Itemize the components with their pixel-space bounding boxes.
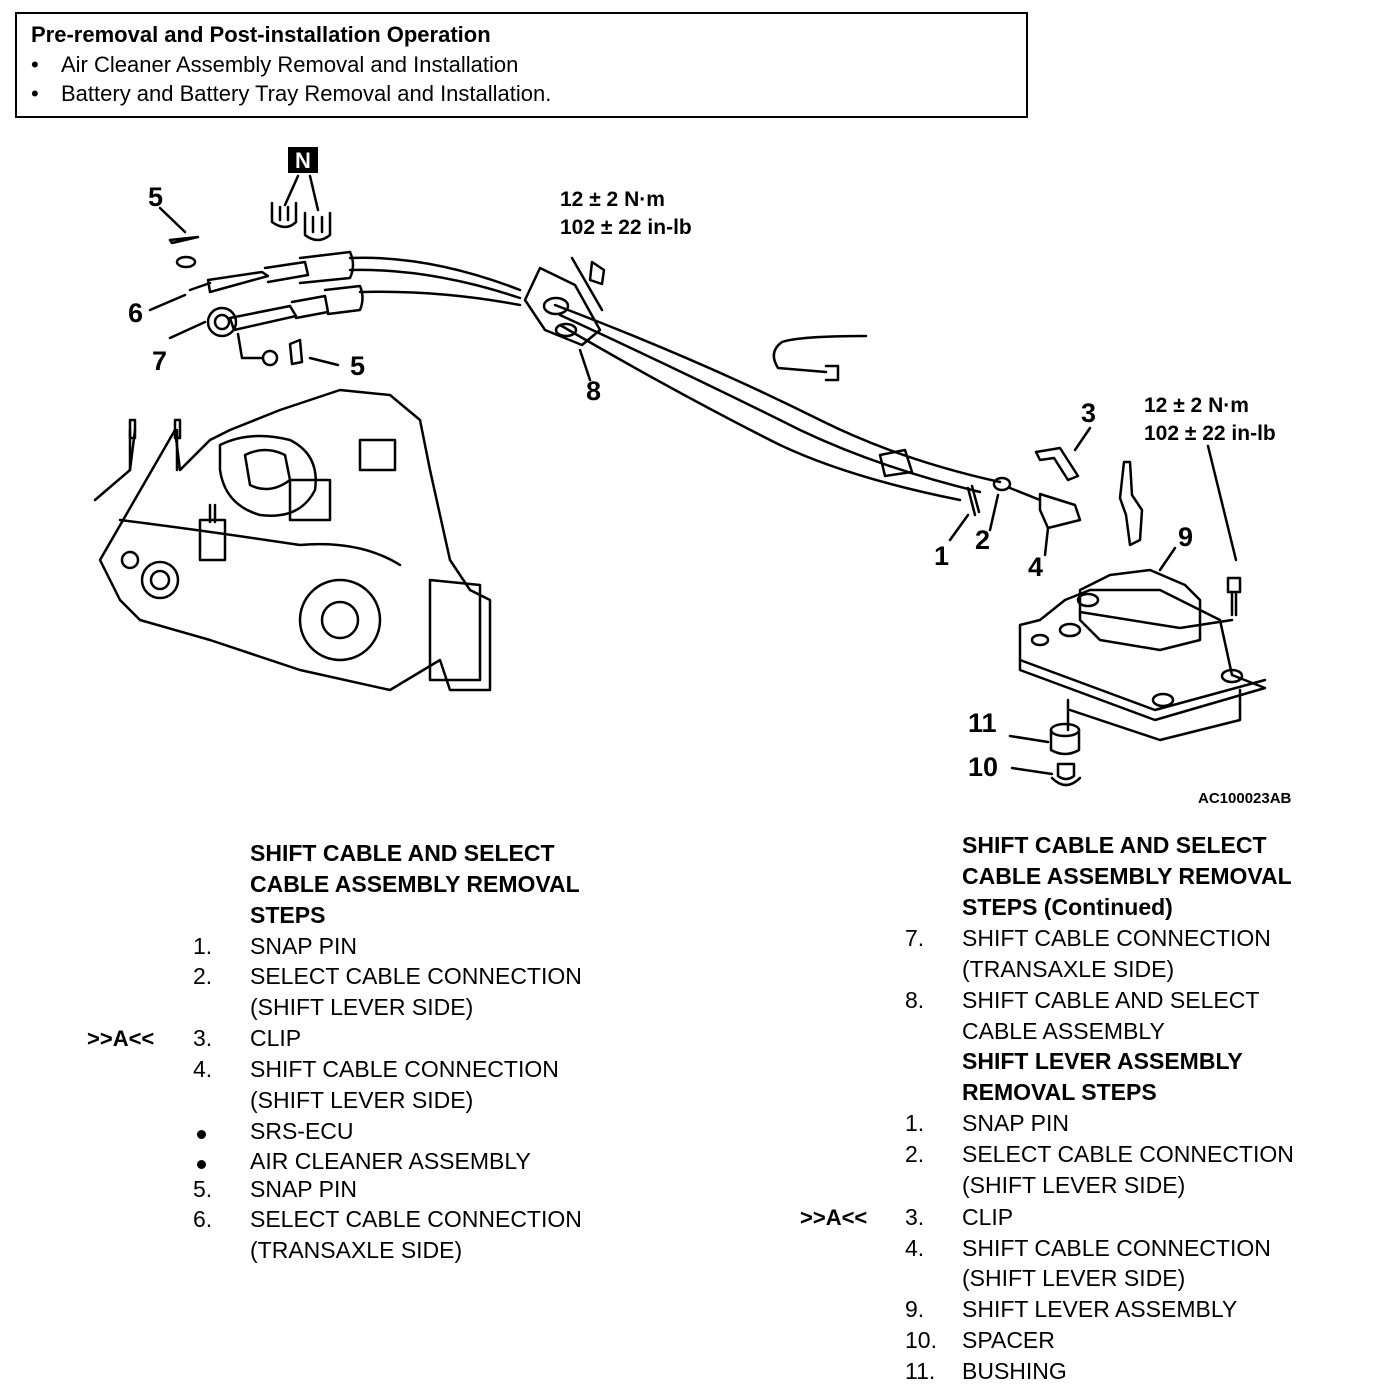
torque-spec-inlb: 102 ± 22 in-lb: [1144, 422, 1276, 445]
step-number: 2.: [905, 1141, 925, 1167]
step-number: 7.: [905, 925, 925, 951]
step-text: AIR CLEANER ASSEMBLY: [250, 1148, 531, 1174]
step-number: 5.: [193, 1176, 213, 1202]
step-text: (SHIFT LEVER SIDE): [250, 994, 474, 1020]
step-text: SHIFT CABLE CONNECTION: [250, 1056, 559, 1082]
step-number: 2.: [193, 963, 213, 989]
callout-4: 4: [1028, 552, 1043, 582]
callout-6: 6: [128, 298, 143, 328]
steps-heading: SHIFT CABLE AND SELECT: [962, 832, 1267, 858]
callout-1: 1: [934, 541, 949, 571]
step-text: CLIP: [962, 1204, 1014, 1230]
torque-spec-nm: 12 ± 2 N·m: [560, 188, 665, 211]
steps-heading: SHIFT CABLE AND SELECT: [250, 840, 555, 866]
callout-3: 3: [1081, 398, 1096, 428]
step-number: 8.: [905, 987, 925, 1013]
step-text: SNAP PIN: [250, 933, 357, 959]
step-text: (SHIFT LEVER SIDE): [962, 1265, 1186, 1291]
bullet-icon: [197, 1130, 206, 1139]
exploded-view-diagram: N 5 6 7 5 8 3 2 1 4 9 11 10 12 ± 2 N·m 1…: [93, 147, 1276, 787]
torque-spec-inlb: 102 ± 22 in-lb: [560, 216, 692, 239]
torque-spec-nm: 12 ± 2 N·m: [1144, 394, 1249, 417]
step-text: (TRANSAXLE SIDE): [962, 956, 1175, 982]
step-text: SELECT CABLE CONNECTION: [250, 1206, 582, 1232]
steps-heading: STEPS: [250, 902, 326, 928]
step-text: (TRANSAXLE SIDE): [250, 1237, 463, 1263]
pre-operation-box: Pre-removal and Post-installation Operat…: [15, 12, 1028, 118]
step-number: 4.: [905, 1235, 925, 1261]
step-text: SNAP PIN: [250, 1176, 357, 1202]
step-text: (SHIFT LEVER SIDE): [250, 1087, 474, 1113]
pre-operation-item: •Battery and Battery Tray Removal and In…: [31, 81, 552, 106]
step-text: CLIP: [250, 1025, 302, 1051]
service-point-mark: >>A<<: [800, 1205, 868, 1230]
callout-10: 10: [968, 752, 998, 782]
step-text: SPACER: [962, 1327, 1055, 1353]
step-number: 10.: [905, 1327, 937, 1353]
step-text: BUSHING: [962, 1358, 1067, 1384]
figure-code: AC100023AB: [1198, 790, 1292, 807]
steps-heading: SHIFT LEVER ASSEMBLY: [962, 1048, 1243, 1074]
callout-2: 2: [975, 525, 990, 555]
step-number: 3.: [193, 1025, 213, 1051]
bullet-icon: •: [31, 81, 39, 106]
n-marker: N: [295, 148, 311, 173]
steps-heading: CABLE ASSEMBLY REMOVAL: [962, 863, 1292, 889]
service-point-mark: >>A<<: [87, 1026, 155, 1051]
step-text: SHIFT CABLE AND SELECT: [962, 987, 1260, 1013]
step-text: SHIFT CABLE CONNECTION: [962, 925, 1271, 951]
bullet-icon: •: [31, 52, 39, 77]
steps-heading: REMOVAL STEPS: [962, 1079, 1157, 1105]
callout-9: 9: [1178, 522, 1193, 552]
step-number: 1.: [905, 1110, 925, 1136]
step-number: 3.: [905, 1204, 925, 1230]
steps-heading: CABLE ASSEMBLY REMOVAL: [250, 871, 580, 897]
steps-heading: STEPS (Continued): [962, 894, 1173, 920]
step-text: SRS-ECU: [250, 1118, 354, 1144]
left-steps: SHIFT CABLE AND SELECT CABLE ASSEMBLY RE…: [87, 840, 582, 1263]
step-text: SNAP PIN: [962, 1110, 1069, 1136]
step-text: CABLE ASSEMBLY: [962, 1018, 1165, 1044]
callout-5: 5: [148, 182, 163, 212]
bullet-icon: [197, 1160, 206, 1169]
step-text: SELECT CABLE CONNECTION: [962, 1141, 1294, 1167]
callout-11: 11: [968, 708, 997, 738]
step-text: SHIFT CABLE CONNECTION: [962, 1235, 1271, 1261]
callout-5: 5: [350, 351, 365, 381]
step-number: 4.: [193, 1056, 213, 1082]
step-text: (SHIFT LEVER SIDE): [962, 1172, 1186, 1198]
step-number: 1.: [193, 933, 213, 959]
pre-operation-title: Pre-removal and Post-installation Operat…: [31, 22, 491, 47]
callout-8: 8: [586, 376, 601, 406]
step-number: 6.: [193, 1206, 213, 1232]
n-marker-box: [288, 147, 318, 173]
step-text: SHIFT LEVER ASSEMBLY: [962, 1296, 1238, 1322]
step-number: 9.: [905, 1296, 925, 1322]
callout-7: 7: [152, 346, 167, 376]
step-text: SELECT CABLE CONNECTION: [250, 963, 582, 989]
step-number: 11.: [905, 1358, 936, 1384]
pre-operation-item: •Air Cleaner Assembly Removal and Instal…: [31, 52, 519, 77]
